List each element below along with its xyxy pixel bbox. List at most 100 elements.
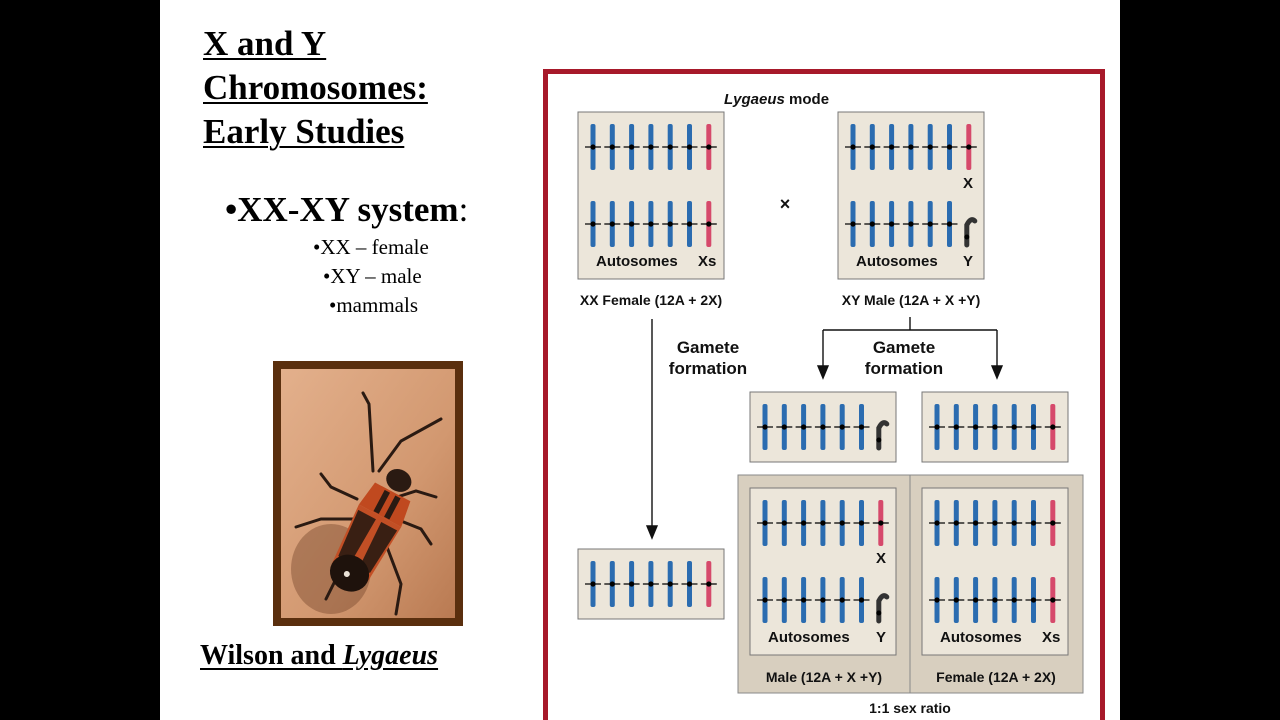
offspring-male-row1-autosome-1: [757, 500, 773, 546]
cross-symbol: ×: [780, 194, 791, 214]
female-parent-row2-x-chromosome: [700, 201, 717, 247]
male-parent-row1-autosome-4: [902, 124, 919, 170]
male-parent-row1-autosome-6: [941, 124, 958, 170]
offspring-female-row2-autosome-2: [948, 577, 965, 623]
egg-row-autosome-1: [585, 561, 601, 607]
bullet-colon: :: [458, 190, 469, 229]
offspring-female-row1-autosome-6: [1025, 500, 1042, 546]
female-parent-row1-autosome-2: [604, 124, 621, 170]
offspring-male-row1-autosome-5: [834, 500, 851, 546]
male-parent-row2-autosome-2: [864, 201, 881, 247]
sperm-y-row-autosome-1: [757, 404, 773, 450]
diagram-title: Lygaeus mode: [724, 91, 829, 108]
sperm-y-chromosomes: [757, 404, 890, 451]
gamete-arrows: [645, 317, 1004, 540]
male-parent-row2-y-chromosome: [964, 217, 978, 248]
female-parent-row1-autosome-4: [642, 124, 659, 170]
title-line-3: Early Studies: [203, 112, 405, 151]
caption-text: Wilson and: [200, 640, 343, 671]
female-parent-row2-autosome-1: [585, 201, 601, 247]
sperm-x-row-x-chromosome: [1044, 404, 1061, 450]
diagram-title-genus: Lygaeus: [724, 91, 785, 108]
sub-bullet-xy-male: •XY – male: [323, 264, 422, 288]
male-parent-row2-autosome-6: [941, 201, 958, 247]
diagram-title-mode: mode: [785, 91, 829, 108]
male-arrow-left-head: [816, 365, 830, 380]
female-gamete-label-2: formation: [669, 359, 747, 378]
offspring-female-autosomes-label: Autosomes: [940, 629, 1022, 646]
offspring-male-row2-autosome-4: [814, 577, 831, 623]
offspring-male-row2-autosome-1: [757, 577, 773, 623]
sperm-x-row-autosome-2: [948, 404, 965, 450]
sperm-y-row-autosome-3: [795, 404, 812, 450]
sperm-y-row-autosome-4: [814, 404, 831, 450]
offspring-female-row1-autosome-4: [986, 500, 1003, 546]
egg-row-x-chromosome: [700, 561, 717, 607]
offspring-male-row2-autosome-5: [834, 577, 851, 623]
offspring-male-chromosomes: [757, 500, 890, 624]
male-arrow-right-head: [990, 365, 1004, 380]
male-parent-row2-autosome-3: [883, 201, 900, 247]
sperm-x-chromosomes: [929, 404, 1061, 450]
egg-row-autosome-4: [642, 561, 659, 607]
male-parent-row2-autosome-5: [922, 201, 939, 247]
bullet-xx-xy-system: •XX-XY system:: [225, 190, 468, 230]
female-parent-row2-autosome-2: [604, 201, 621, 247]
male-parent-row1-autosome-1: [845, 124, 861, 170]
offspring-female-row1-autosome-2: [948, 500, 965, 546]
female-parent-row1-autosome-1: [585, 124, 601, 170]
sperm-x-row-autosome-6: [1025, 404, 1042, 450]
female-parent-row2-autosome-5: [662, 201, 679, 247]
slide: X and Y Chromosomes: Early Studies •XX-X…: [160, 0, 1120, 720]
offspring-female-row2-autosome-1: [929, 577, 945, 623]
offspring-male-row1-autosome-6: [853, 500, 870, 546]
sperm-x-row-autosome-3: [967, 404, 984, 450]
egg-row-autosome-3: [623, 561, 640, 607]
offspring-female-row1-x-chromosome: [1044, 500, 1061, 546]
insect-photo-icon: [281, 369, 455, 618]
female-gamete-arrowhead: [645, 525, 659, 540]
sub-bullet-mammals: •mammals: [329, 293, 419, 317]
egg-row-autosome-5: [662, 561, 679, 607]
male-parent-chromosomes: [845, 124, 978, 248]
female-parent-row2-autosome-6: [681, 201, 698, 247]
lygaeus-photo: [273, 361, 463, 626]
sub-bullet-xx-female: •XX – female: [313, 235, 429, 259]
sperm-x-row-autosome-4: [986, 404, 1003, 450]
offspring-female-row2-autosome-6: [1025, 577, 1042, 623]
female-parent-autosomes-label: Autosomes: [596, 253, 678, 270]
offspring-female-row2-autosome-4: [986, 577, 1003, 623]
slide-title: X and Y Chromosomes: Early Studies: [203, 22, 428, 154]
sperm-y-row-y-chromosome: [876, 420, 890, 451]
male-parent-row1-autosome-2: [864, 124, 881, 170]
offspring-male-y-label: Y: [876, 629, 886, 646]
female-parent-xs-label: Xs: [698, 253, 716, 270]
female-parent-caption: XX Female (12A + 2X): [580, 292, 722, 308]
offspring-male-row1-autosome-2: [776, 500, 793, 546]
male-parent-row2-autosome-1: [845, 201, 861, 247]
sperm-x-row-autosome-1: [929, 404, 945, 450]
offspring-male-row2-autosome-2: [776, 577, 793, 623]
bullet-xx-xy-text: •XX-XY system: [225, 190, 459, 229]
female-parent-row1-autosome-6: [681, 124, 698, 170]
sperm-y-row-autosome-6: [853, 404, 870, 450]
offspring-male-row1-autosome-3: [795, 500, 812, 546]
female-gamete-label-1: Gamete: [677, 338, 739, 357]
female-parent-row2-autosome-4: [642, 201, 659, 247]
male-parent-row1-autosome-5: [922, 124, 939, 170]
offspring-male-row2-autosome-6: [853, 577, 870, 623]
male-gamete-label-1: Gamete: [873, 338, 935, 357]
male-parent-autosomes-label: Autosomes: [856, 253, 938, 270]
female-parent-row1-autosome-3: [623, 124, 640, 170]
male-parent-caption: XY Male (12A + X +Y): [842, 292, 981, 308]
title-line-2: Chromosomes:: [203, 68, 428, 107]
title-line-1: X and Y: [203, 24, 327, 63]
male-gamete-label-2: formation: [865, 359, 943, 378]
egg-row-autosome-6: [681, 561, 698, 607]
male-parent-y-label: Y: [963, 253, 973, 270]
male-parent-row2-autosome-4: [902, 201, 919, 247]
offspring-male-caption: Male (12A + X +Y): [766, 669, 882, 685]
female-parent-row1-autosome-5: [662, 124, 679, 170]
offspring-female-caption: Female (12A + 2X): [936, 669, 1056, 685]
sex-ratio-caption: 1:1 sex ratio: [869, 700, 951, 716]
